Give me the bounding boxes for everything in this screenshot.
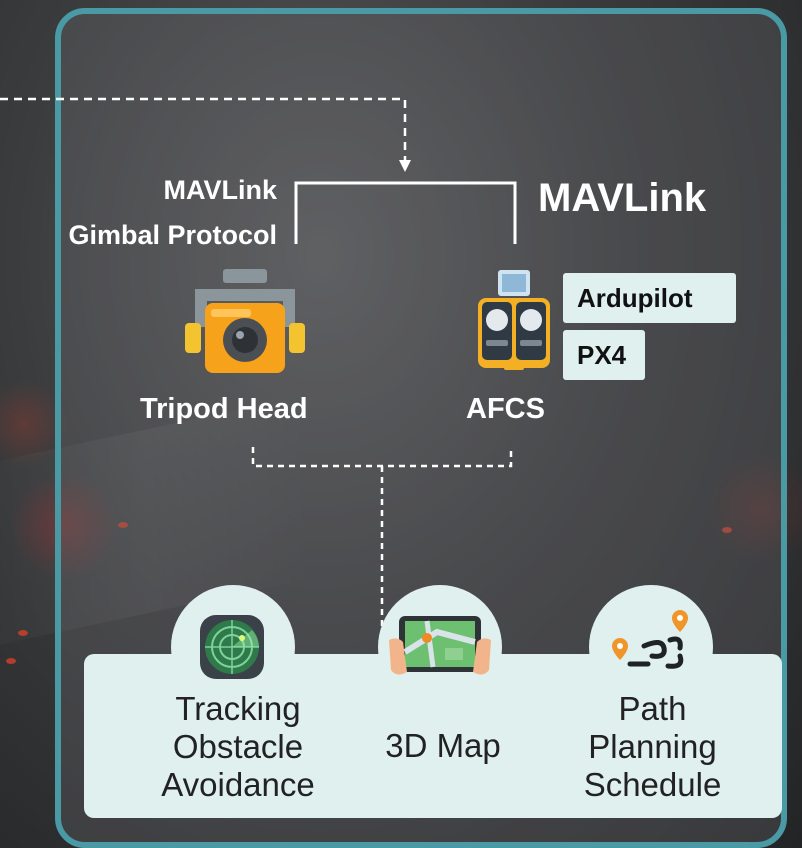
- feature-tracking-line1: Tracking: [175, 690, 301, 727]
- firmware-tag-px4: PX4: [563, 330, 645, 380]
- feature-tracking-line2: Obstacle: [172, 728, 304, 765]
- feature-map-text: 3D Map: [385, 727, 501, 764]
- feature-circle-path: [589, 585, 713, 709]
- firmware-tag-ardupilot: Ardupilot: [563, 273, 736, 323]
- device-bracket: [251, 447, 513, 468]
- feature-tracking-text: Tracking Obstacle Avoidance: [138, 690, 338, 804]
- bg-light: [118, 522, 128, 528]
- route-icon: [612, 610, 688, 669]
- mavlink-bracket: [294, 181, 517, 244]
- feature-tracking-line3: Avoidance: [161, 766, 315, 803]
- mavlink-right-label: MAVLink: [538, 176, 707, 220]
- bg-light: [6, 658, 16, 664]
- mavlink-gimbal-label: MAVLink Gimbal Protocol: [68, 168, 277, 258]
- feature-path-text: Path Planning Schedule: [555, 690, 750, 804]
- arrow-head: [399, 160, 411, 172]
- tablet-map-icon: [389, 616, 491, 675]
- feature-path-line2: Planning: [588, 728, 717, 765]
- feature-path-line3: Schedule: [583, 766, 722, 803]
- afcs-label: AFCS: [466, 393, 545, 425]
- tripod-head-label: Tripod Head: [140, 393, 308, 425]
- feature-path-line1: Path: [618, 690, 687, 727]
- gimbal-camera-icon: [185, 269, 305, 373]
- bg-light: [18, 630, 28, 636]
- incoming-dashed-line: [0, 97, 407, 166]
- gimbal-protocol-label: Gimbal Protocol: [68, 220, 277, 250]
- flight-controller-icon: [478, 270, 550, 370]
- bg-light: [722, 527, 732, 533]
- mavlink-left-label: MAVLink: [163, 175, 278, 205]
- radar-icon: [200, 615, 264, 679]
